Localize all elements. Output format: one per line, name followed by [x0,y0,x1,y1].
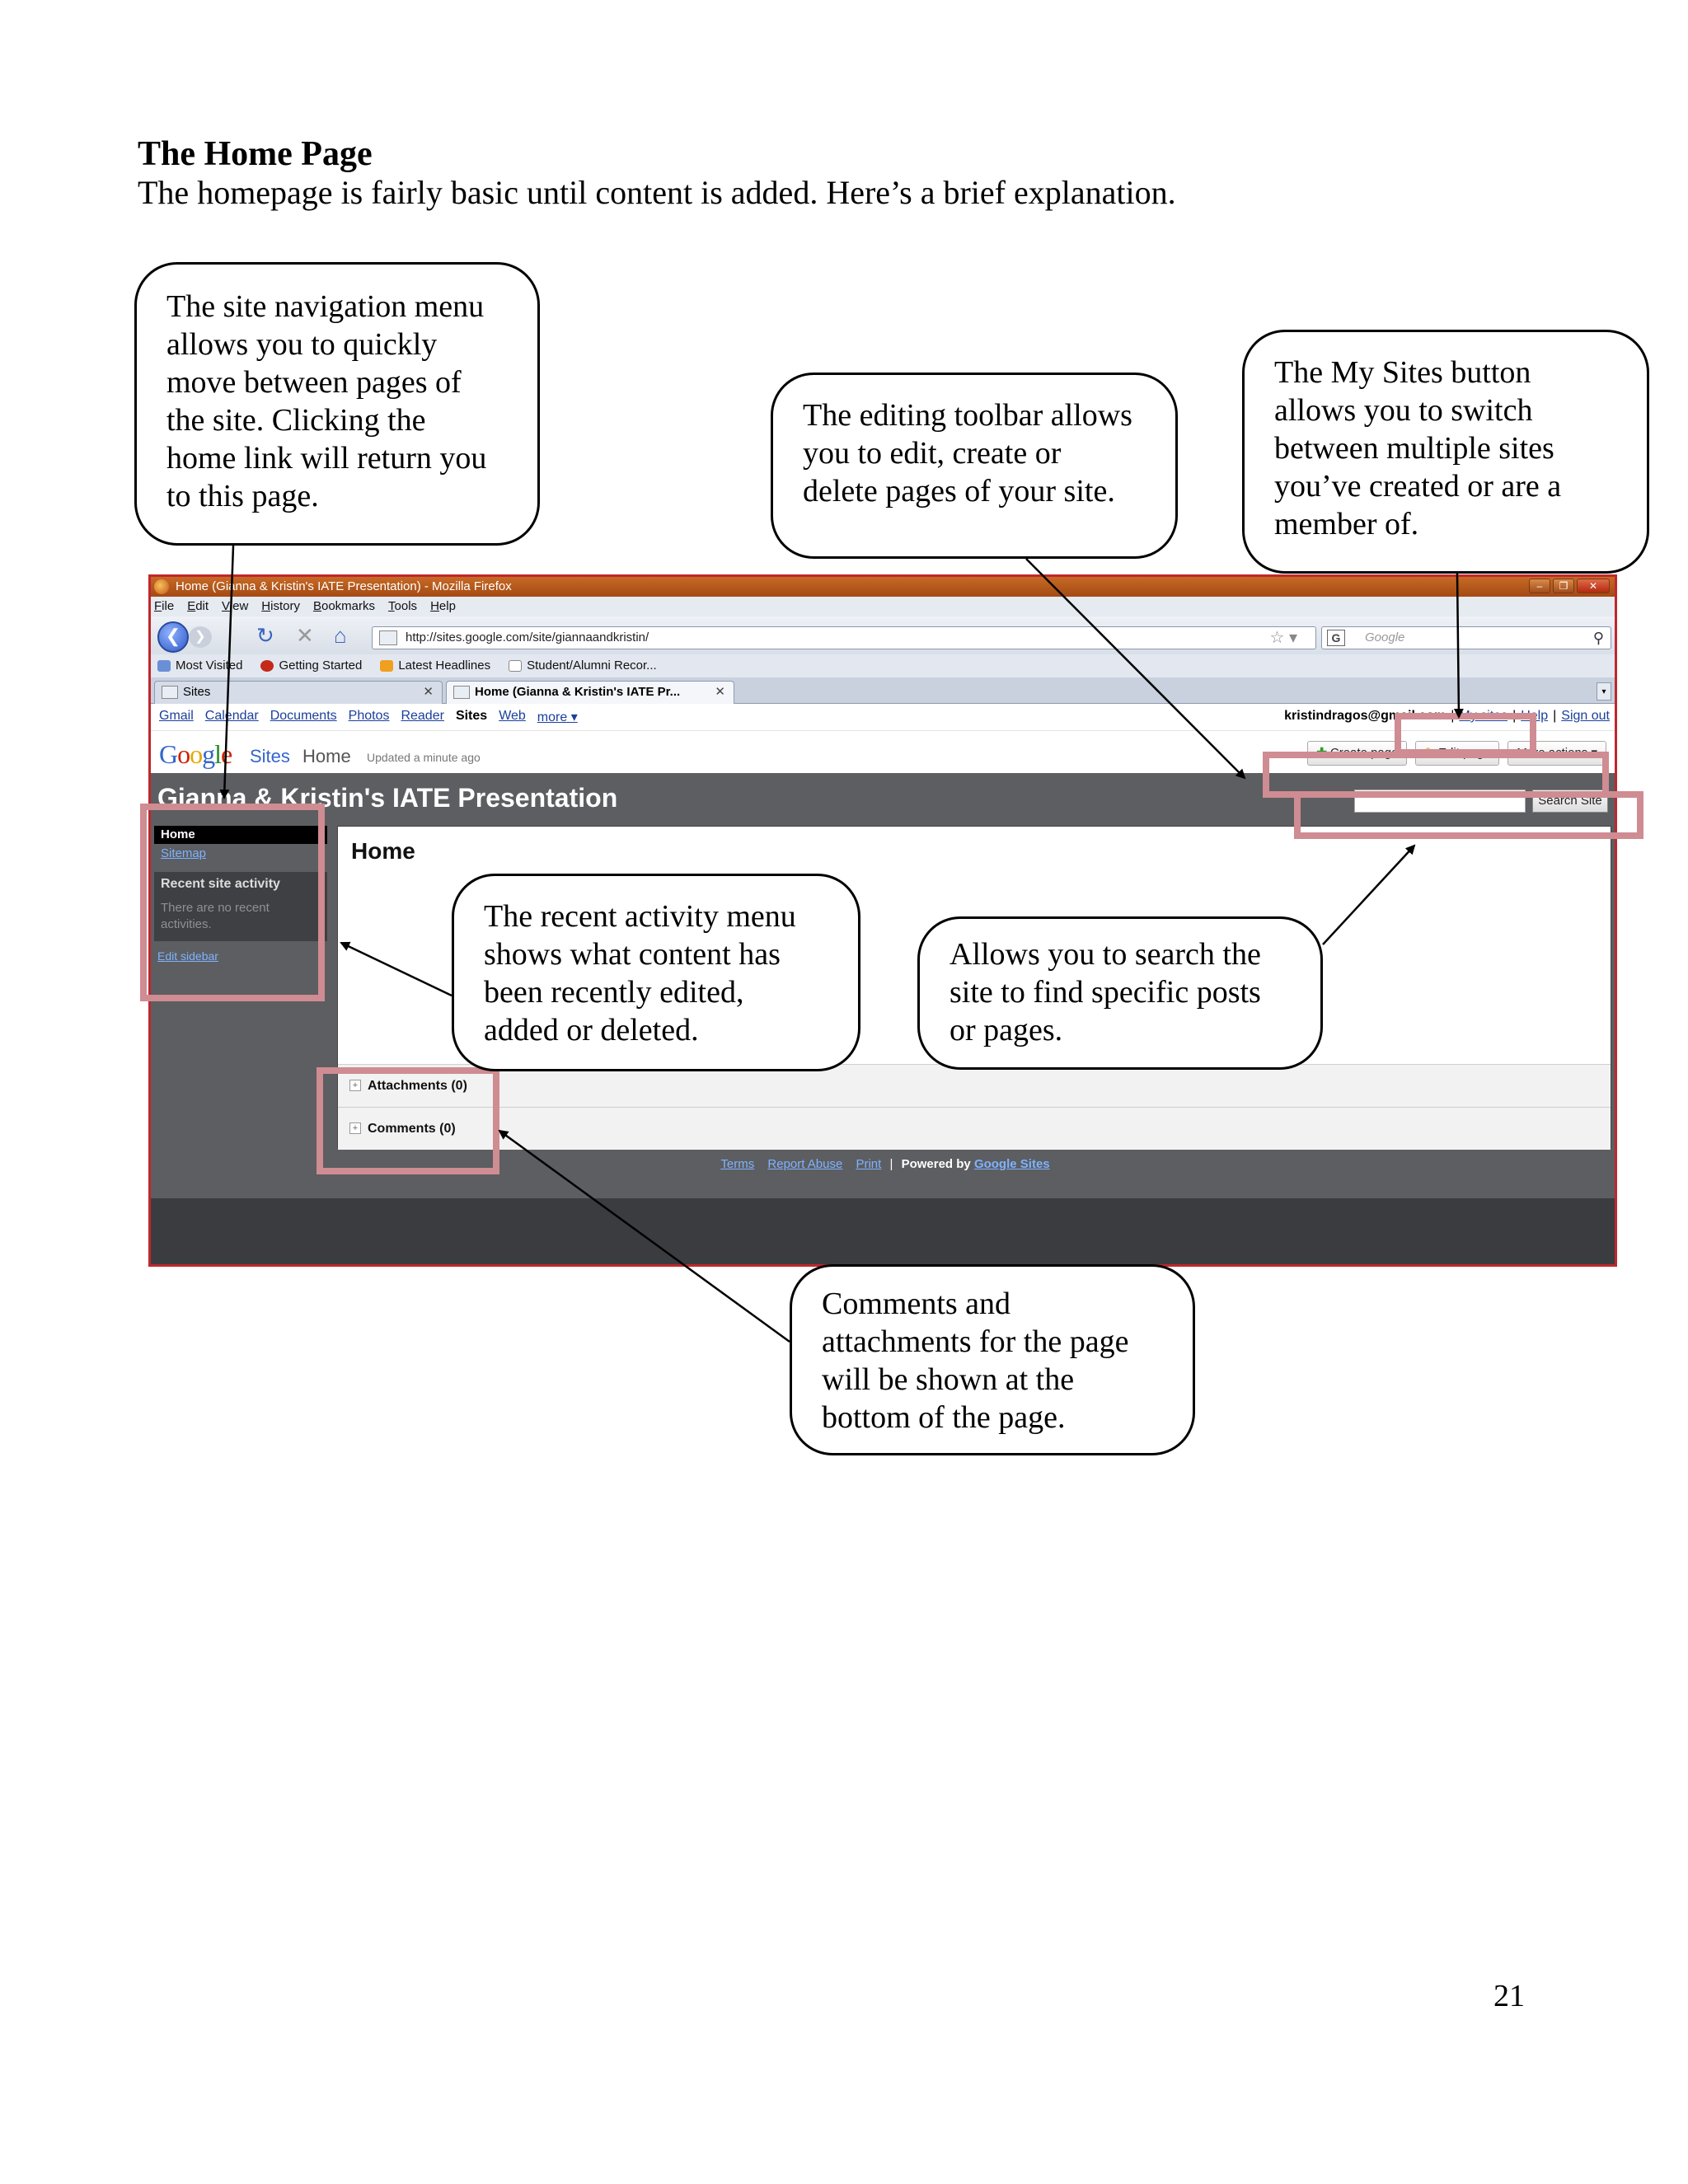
back-arrow-icon[interactable]: ❮ [157,621,189,653]
google-engine-icon[interactable]: G [1327,630,1345,646]
edit-sidebar-link[interactable]: Edit sidebar [157,949,218,963]
sidebar-item-home[interactable]: Home [154,826,327,844]
expand-icon[interactable]: + [349,1122,361,1134]
tab-strip: Sites ✕ Home (Gianna & Kristin's IATE Pr… [151,677,1615,704]
getting-started-icon [260,660,274,672]
document-intro: The homepage is fairly basic until conte… [138,174,1176,211]
search-icon[interactable]: ⚲ [1592,630,1604,646]
tab-sites[interactable]: Sites ✕ [154,681,443,704]
page-heading: Home [351,838,415,864]
menu-file[interactable]: File [154,599,175,613]
bookmark-latest-headlines[interactable]: Latest Headlines [380,654,490,677]
tab-list-icon[interactable]: ▾ [1597,682,1611,701]
gbar-photos[interactable]: Photos [348,709,390,723]
tab-home[interactable]: Home (Gianna & Kristin's IATE Pr... ✕ [446,681,734,704]
gbar-more[interactable]: more ▾ [537,710,578,724]
minimize-icon[interactable]: – [1529,579,1550,593]
navigation-toolbar: ❮ ❯ ↻ ✕ ⌂ http://sites.google.com/site/g… [151,616,1615,654]
highlight-search [1294,791,1643,839]
menu-view[interactable]: View [222,599,249,613]
bookmark-student-alumni[interactable]: Student/Alumni Recor... [509,654,657,677]
tab-close-icon[interactable]: ✕ [423,685,434,699]
footer-google-sites-link[interactable]: Google Sites [973,1157,1050,1171]
footer-print-link[interactable]: Print [856,1157,882,1171]
highlight-my-sites [1395,713,1536,756]
window-titlebar: Home (Gianna & Kristin's IATE Presentati… [151,577,1615,597]
sites-tab-icon [453,686,470,699]
current-page-name: Home [302,746,351,766]
document-title: The Home Page [138,135,373,173]
page-number: 21 [1493,1979,1525,2013]
page-icon [509,660,523,672]
sign-out-link[interactable]: Sign out [1561,709,1610,723]
expand-icon[interactable]: + [349,1080,361,1091]
firefox-icon [154,579,169,594]
gbar-sites: Sites [455,709,488,723]
menu-bookmarks[interactable]: Bookmarks [312,599,376,613]
menu-edit[interactable]: Edit [187,599,209,613]
gbar-web[interactable]: Web [499,709,526,723]
recent-activity-title: Recent site activity [154,872,327,897]
bookmark-getting-started[interactable]: Getting Started [260,654,362,677]
url-bar[interactable]: http://sites.google.com/site/giannaandkr… [372,626,1316,649]
bookmark-most-visited[interactable]: Most Visited [157,654,242,677]
comments-row[interactable]: +Comments (0) [338,1107,1611,1150]
menu-history[interactable]: History [261,599,300,613]
site-favicon-icon [379,630,397,645]
rss-icon [380,660,394,672]
gbar-reader[interactable]: Reader [401,709,444,723]
search-placeholder: Google [1365,630,1405,644]
sites-tab-icon [162,686,178,699]
sites-logo-word: Sites [250,746,290,766]
url-text: http://sites.google.com/site/giannaandkr… [406,630,649,644]
updated-timestamp: Updated a minute ago [367,751,481,764]
sidebar: Home Sitemap Recent site activity There … [154,826,327,963]
gbar-calendar[interactable]: Calendar [204,709,259,723]
restore-icon[interactable]: ❐ [1553,579,1574,593]
footer-report-link[interactable]: Report Abuse [767,1157,843,1171]
menu-tools[interactable]: Tools [388,599,418,613]
most-visited-icon [157,660,171,672]
stop-icon[interactable]: ✕ [296,623,314,648]
recent-activity-body: There are no recent activities. [154,897,327,941]
google-logo[interactable]: Google [159,739,232,769]
footer-terms-link[interactable]: Terms [720,1157,755,1171]
tab-close-icon[interactable]: ✕ [715,685,725,699]
google-bar: Gmail Calendar Documents Photos Reader S… [159,709,578,725]
main-area: Home Sitemap Recent site activity There … [151,826,1615,1264]
home-icon[interactable]: ⌂ [334,623,347,648]
footer-band [151,1198,1615,1264]
close-icon[interactable]: ✕ [1577,579,1610,593]
reload-icon[interactable]: ↻ [256,623,274,648]
browser-search-box[interactable]: G Google ⚲ [1321,626,1611,649]
footer-powered: Powered by [901,1157,971,1171]
gbar-gmail[interactable]: Gmail [159,709,194,723]
highlight-sidebar [140,804,325,1001]
bookmarks-toolbar: Most Visited Getting Started Latest Head… [151,654,1615,677]
menu-bar: File Edit View History Bookmarks Tools H… [151,597,1615,616]
bookmark-star-icon[interactable]: ☆ ▾ [1269,629,1297,647]
forward-arrow-icon[interactable]: ❯ [189,626,212,648]
gbar-documents[interactable]: Documents [270,709,337,723]
window-title: Home (Gianna & Kristin's IATE Presentati… [176,579,512,593]
menu-help[interactable]: Help [430,599,456,613]
highlight-comments [316,1067,499,1174]
sidebar-item-sitemap[interactable]: Sitemap [161,846,207,860]
